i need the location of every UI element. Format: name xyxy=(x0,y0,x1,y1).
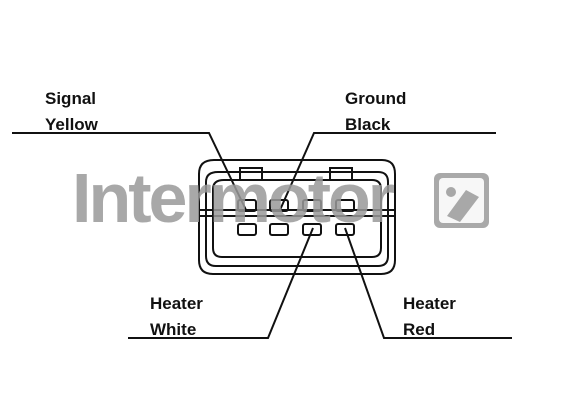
heater-red-label: Heater Red xyxy=(403,291,456,343)
pin-5 xyxy=(237,223,257,236)
pin-6 xyxy=(269,223,289,236)
pin-7 xyxy=(302,223,322,236)
pin-8 xyxy=(335,223,355,236)
heater-white-wire-color: White xyxy=(150,320,197,339)
pin-1 xyxy=(237,199,257,212)
heater-white-label: Heater White xyxy=(150,291,203,343)
leader-line-signal xyxy=(12,132,247,211)
heater-white-name: Heater xyxy=(150,294,203,313)
connector-housing xyxy=(198,159,396,275)
pin-4 xyxy=(335,199,355,212)
pin-3 xyxy=(302,199,322,212)
pin-2 xyxy=(269,199,289,212)
leader-line-heater-red xyxy=(344,227,512,339)
signal-wire-color: Yellow xyxy=(45,115,98,134)
leader-line-ground xyxy=(279,132,496,211)
watermark-logo-icon xyxy=(434,173,489,228)
leader-line-heater-white xyxy=(128,227,314,339)
heater-red-wire-color: Red xyxy=(403,320,436,339)
ground-label: Ground Black xyxy=(345,86,406,138)
signal-label: Signal Yellow xyxy=(45,86,98,138)
connector-pins xyxy=(237,199,355,236)
signal-name: Signal xyxy=(45,89,97,108)
ground-wire-color: Black xyxy=(345,115,391,134)
watermark-text: Intermotor xyxy=(72,159,395,237)
heater-red-name: Heater xyxy=(403,294,456,313)
ground-name: Ground xyxy=(345,89,407,108)
